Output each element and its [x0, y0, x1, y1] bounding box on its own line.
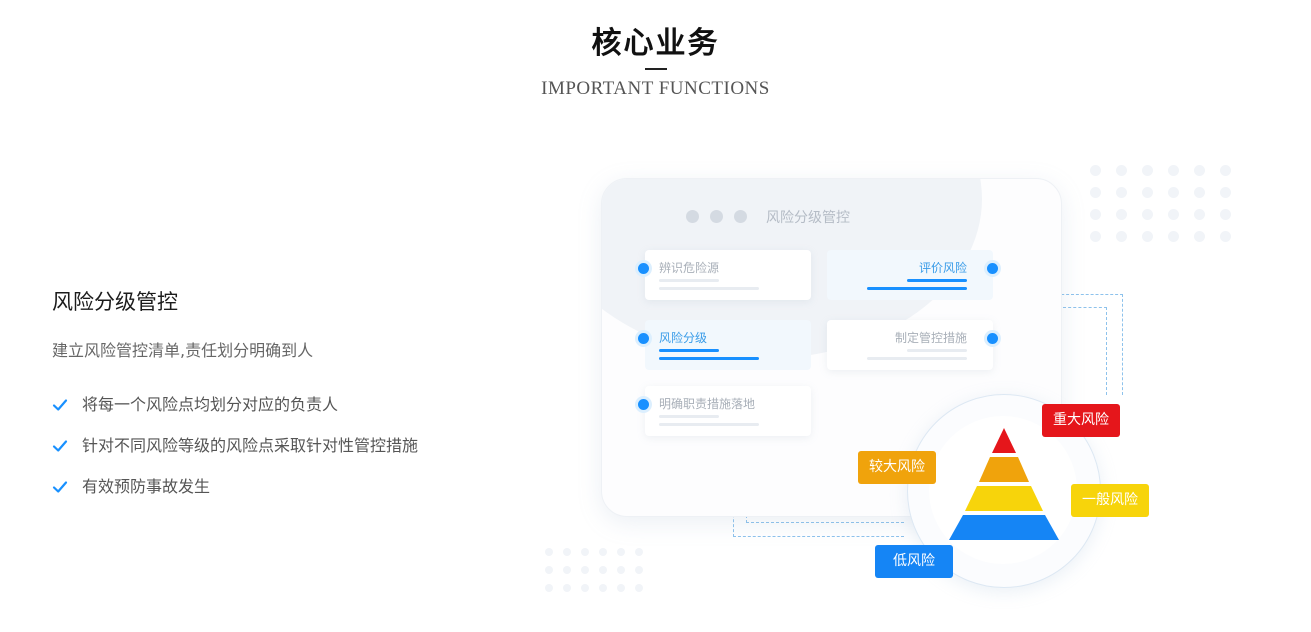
- decorative-dot: [635, 566, 643, 574]
- process-node-icon: [987, 263, 998, 274]
- window-title: 风险分级管控: [766, 210, 850, 226]
- process-node-icon: [638, 399, 649, 410]
- decorative-dot: [1090, 187, 1101, 198]
- decorative-dot: [1116, 165, 1127, 176]
- decorative-dot: [581, 566, 589, 574]
- window-controls: [686, 210, 747, 223]
- process-card-evaluate: 评价风险: [827, 250, 993, 300]
- decorative-dot: [599, 584, 607, 592]
- process-card-label: 制定管控措施: [894, 331, 967, 345]
- decorative-dot: [1090, 231, 1101, 242]
- decorative-dot: [1168, 231, 1179, 242]
- decorative-dot: [599, 566, 607, 574]
- feature-bullet: 有效预防事故发生: [52, 475, 512, 499]
- risk-tag-significant: 较大风险: [858, 451, 936, 484]
- section-title: 核心业务: [591, 26, 720, 61]
- check-icon: [52, 440, 68, 452]
- process-node-icon: [638, 263, 649, 274]
- risk-tag-low: 低风险: [875, 545, 953, 578]
- decorative-dot: [1090, 165, 1101, 176]
- check-icon: [52, 481, 68, 493]
- decorative-dot: [1116, 187, 1127, 198]
- title-divider: [644, 68, 667, 70]
- process-card-label: 风险分级: [659, 331, 708, 345]
- section-header: 核心业务 IMPORTANT FUNCTIONS: [0, 24, 1311, 100]
- feature-description: 风险分级管控 建立风险管控清单,责任划分明确到人 将每一个风险点均划分对应的负责…: [52, 287, 512, 516]
- decorative-dot: [545, 548, 553, 556]
- decorative-dot: [1194, 187, 1205, 198]
- process-card-measures: 制定管控措施: [827, 320, 993, 370]
- risk-tag-major: 重大风险: [1042, 404, 1120, 437]
- decorative-dot: [617, 584, 625, 592]
- decorative-dot: [545, 584, 553, 592]
- section-subtitle: IMPORTANT FUNCTIONS: [541, 78, 770, 99]
- feature-bullet-text: 针对不同风险等级的风险点采取针对性管控措施: [82, 436, 419, 455]
- decorative-dot: [1116, 231, 1127, 242]
- decorative-dot: [1194, 231, 1205, 242]
- decorative-dot: [1116, 209, 1127, 220]
- feature-bullet-text: 将每一个风险点均划分对应的负责人: [82, 395, 339, 414]
- process-node-icon: [638, 333, 649, 344]
- connector-line: [1022, 294, 1123, 395]
- decorative-dot: [581, 548, 589, 556]
- decorative-dot: [1168, 209, 1179, 220]
- decorative-dot: [1220, 209, 1231, 220]
- decorative-dot: [1220, 231, 1231, 242]
- decorative-dot-grid: [1090, 165, 1235, 242]
- decorative-dot: [617, 566, 625, 574]
- decorative-dot: [1194, 165, 1205, 176]
- decorative-dot: [1168, 187, 1179, 198]
- risk-pyramid-icon: [949, 428, 1059, 540]
- feature-title: 风险分级管控: [52, 290, 178, 314]
- decorative-dot: [1090, 209, 1101, 220]
- window-dot-icon: [734, 210, 747, 223]
- window-dot-icon: [710, 210, 723, 223]
- feature-bullet: 将每一个风险点均划分对应的负责人: [52, 393, 512, 417]
- risk-tag-general: 一般风险: [1071, 484, 1149, 517]
- process-card-classify: 风险分级: [645, 320, 811, 370]
- process-card-label: 评价风险: [918, 261, 967, 275]
- decorative-dot: [617, 548, 625, 556]
- decorative-dot: [1142, 231, 1153, 242]
- decorative-dot: [581, 584, 589, 592]
- feature-bullet: 针对不同风险等级的风险点采取针对性管控措施: [52, 434, 512, 458]
- decorative-dot-grid: [545, 548, 643, 592]
- decorative-dot: [563, 548, 571, 556]
- decorative-dot: [563, 584, 571, 592]
- check-icon: [52, 399, 68, 411]
- process-card-responsibility: 明确职责措施落地: [645, 386, 811, 436]
- decorative-dot: [545, 566, 553, 574]
- feature-summary: 建立风险管控清单,责任划分明确到人: [52, 341, 314, 360]
- decorative-dot: [1142, 165, 1153, 176]
- feature-bullet-text: 有效预防事故发生: [82, 477, 211, 496]
- process-card-label: 辨识危险源: [659, 261, 720, 275]
- connector-line: [1022, 307, 1107, 395]
- decorative-dot: [1220, 187, 1231, 198]
- decorative-dot: [563, 566, 571, 574]
- decorative-dot: [1194, 209, 1205, 220]
- decorative-dot: [1220, 165, 1231, 176]
- decorative-dot: [1142, 209, 1153, 220]
- decorative-dot: [1142, 187, 1153, 198]
- process-card-identify: 辨识危险源: [645, 250, 811, 300]
- decorative-dot: [635, 548, 643, 556]
- process-node-icon: [987, 333, 998, 344]
- window-dot-icon: [686, 210, 699, 223]
- feature-bullet-list: 将每一个风险点均划分对应的负责人 针对不同风险等级的风险点采取针对性管控措施 有…: [52, 393, 512, 499]
- decorative-dot: [599, 548, 607, 556]
- decorative-dot: [1168, 165, 1179, 176]
- decorative-dot: [635, 584, 643, 592]
- process-card-label: 明确职责措施落地: [659, 397, 756, 411]
